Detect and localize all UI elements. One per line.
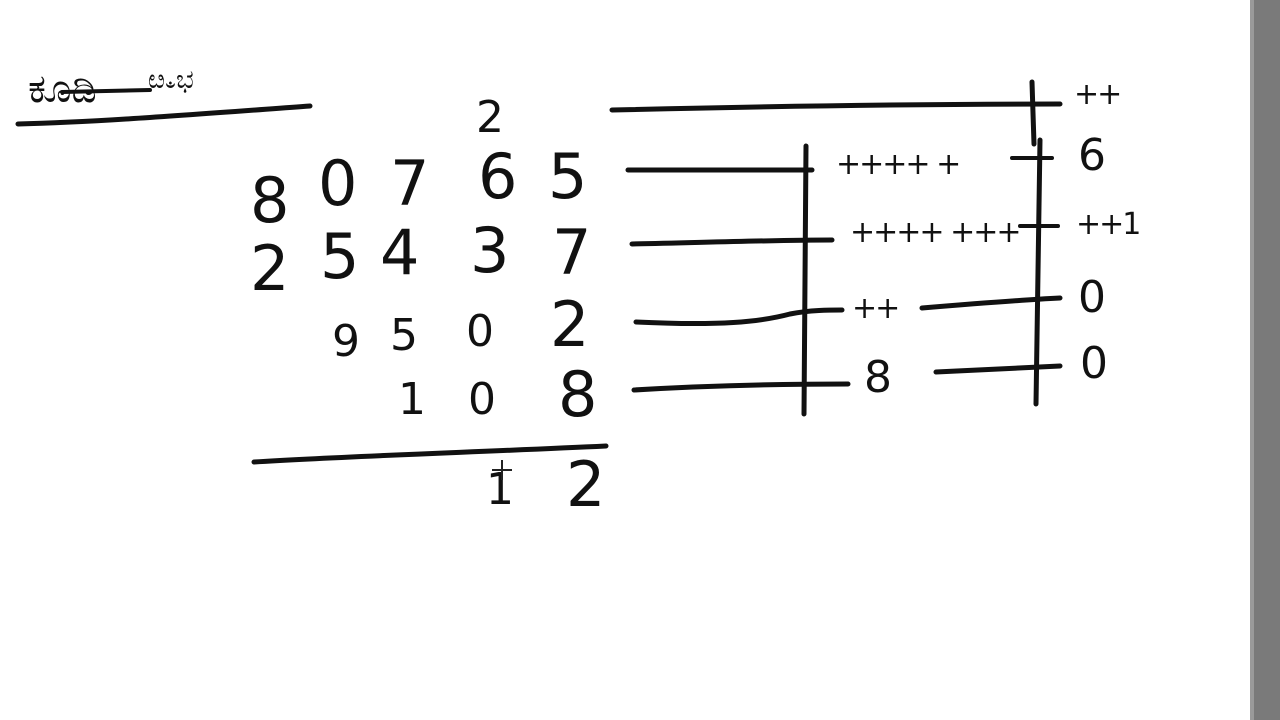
row3-tally-line bbox=[919, 295, 1063, 311]
heading-underline bbox=[15, 103, 313, 127]
row4-connector bbox=[631, 381, 851, 393]
tally-divider-1 bbox=[801, 143, 809, 417]
row3-count: 0 bbox=[1078, 272, 1106, 323]
row2-connector bbox=[629, 237, 835, 247]
result-digit-2: 2 bbox=[566, 448, 605, 521]
row1-digit-3: 7 bbox=[390, 147, 429, 220]
heading-word: ಕೂಡಿ bbox=[28, 66, 97, 112]
row4-tally: 8 bbox=[864, 352, 892, 403]
result-digit-1: 1 bbox=[486, 464, 514, 515]
sum-line bbox=[251, 443, 609, 465]
row2-digit-1: 2 bbox=[250, 232, 289, 305]
row2-digit-5: 7 bbox=[552, 216, 591, 289]
row2-count: ++1 bbox=[1076, 207, 1139, 242]
carry-connector bbox=[609, 101, 1063, 113]
row3-connector bbox=[633, 307, 845, 327]
row4-tally-line bbox=[933, 363, 1063, 375]
row3-digit-3: 0 bbox=[466, 306, 494, 357]
row4-digit-2: 0 bbox=[468, 374, 496, 425]
drawing-layer: ಕೂಡಿ ೞಀಭ 2 8 0 7 6 5 2 5 4 3 7 9 5 0 2 1… bbox=[15, 65, 1141, 521]
row2-digit-4: 3 bbox=[470, 214, 509, 287]
row4-count: 0 bbox=[1080, 338, 1108, 389]
carry-digit: 2 bbox=[476, 92, 504, 143]
row2-tally: ++++ +++ bbox=[850, 215, 1020, 250]
row4-digit-1: 1 bbox=[398, 374, 426, 425]
row3-digit-2: 5 bbox=[390, 310, 418, 361]
tally-divider-2b bbox=[1033, 137, 1043, 407]
row1-digit-1: 8 bbox=[250, 164, 289, 237]
tally-divider-2a bbox=[1029, 79, 1037, 147]
row1-digit-2: 0 bbox=[318, 147, 357, 220]
row1-digit-4: 6 bbox=[478, 140, 517, 213]
whiteboard-canvas[interactable]: ಕೂಡಿ ೞಀಭ 2 8 0 7 6 5 2 5 4 3 7 9 5 0 2 1… bbox=[0, 0, 1250, 720]
vertical-scrollbar[interactable] bbox=[1250, 0, 1280, 720]
top-tally: ++ bbox=[1074, 77, 1120, 112]
row2-digit-3: 4 bbox=[380, 216, 419, 289]
row1-digit-5: 5 bbox=[548, 140, 587, 213]
row1-count: 6 bbox=[1078, 130, 1106, 181]
row4-digit-3: 8 bbox=[558, 358, 597, 431]
row1-tally: ++++ + bbox=[836, 147, 959, 182]
heading-dash bbox=[60, 88, 152, 94]
scrollbar-edge bbox=[1250, 0, 1254, 720]
row2-digit-2: 5 bbox=[320, 220, 359, 293]
heading-scribble: ೞಀಭ bbox=[148, 65, 194, 95]
crosshair-cursor-icon bbox=[492, 460, 512, 480]
row3-tally: ++ bbox=[852, 291, 898, 326]
row3-digit-1: 9 bbox=[332, 316, 360, 367]
row3-digit-4: 2 bbox=[550, 288, 589, 361]
